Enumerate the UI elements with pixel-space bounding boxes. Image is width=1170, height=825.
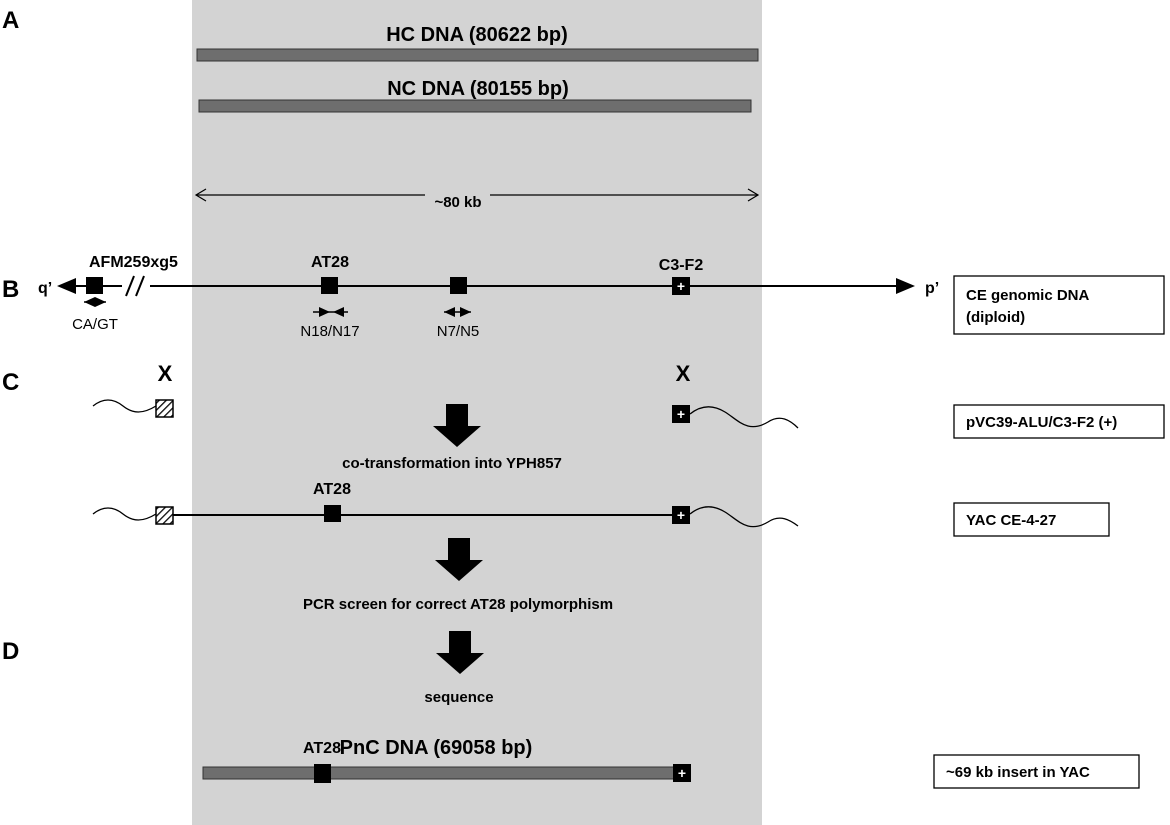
plus-icon: +: [677, 278, 685, 294]
box-ce-genomic-line2: (diploid): [966, 309, 1025, 326]
right-vector-wavy-line: [689, 406, 799, 429]
primer-n7n5-icon: [444, 307, 471, 317]
down-arrow-icon: [436, 631, 484, 674]
hc-dna-bar: [196, 48, 759, 62]
genomic-line: [74, 275, 898, 297]
hatched-marker-icon: [155, 399, 174, 418]
yac-plus-marker: [672, 506, 690, 524]
c3f2-label: C3-F2: [659, 257, 704, 274]
primer-cagt-label: CA/GT: [72, 316, 118, 333]
yac-right-wavy-line: [689, 506, 799, 528]
crossover-left: X: [158, 361, 173, 386]
yac-at28-marker: [324, 505, 341, 522]
p-end-label: p’: [925, 280, 939, 297]
box-insert: [933, 754, 1140, 789]
q-arrowhead: [57, 278, 76, 294]
pnc-dna-bar: [202, 766, 682, 780]
at28-label: AT28: [311, 254, 349, 271]
yac-left-wavy-line: [92, 507, 157, 521]
pnc-at28-marker: [314, 764, 331, 783]
shaded-region: [192, 0, 762, 825]
box-insert-text: ~69 kb insert in YAC: [946, 764, 1090, 781]
at28-marker: [321, 277, 338, 294]
yac-at28-label: AT28: [313, 481, 351, 498]
afm-label: AFM259xg5: [89, 254, 178, 271]
primer-n7n5-label: N7/N5: [437, 323, 480, 340]
down-arrow-icon: [433, 404, 481, 447]
primer-n18n17-icon: [313, 307, 348, 317]
crossover-right: X: [676, 361, 691, 386]
c3f2-marker: [672, 277, 690, 295]
hatched-marker-icon: [155, 506, 174, 525]
primer-n18n17-label: N18/N17: [300, 323, 359, 340]
step-cotransformation: co-transformation into YPH857: [342, 455, 562, 472]
pnc-dna-title: PnC DNA (69058 bp): [340, 737, 533, 759]
nc-dna-bar: [198, 99, 752, 113]
box-pvc39: [953, 404, 1165, 439]
plus-icon: +: [678, 765, 686, 781]
hc-dna-title: HC DNA (80622 bp): [386, 24, 568, 46]
span-label: ~80 kb: [434, 194, 481, 211]
primer-cagt-icon: [84, 297, 106, 307]
step-sequence: sequence: [424, 689, 493, 706]
panel-label-b: B: [2, 276, 19, 303]
box-pvc39-text: pVC39-ALU/C3-F2 (+): [966, 414, 1117, 431]
p-arrowhead: [896, 278, 915, 294]
n7n5-site-marker: [450, 277, 467, 294]
pnc-at28-label: AT28: [303, 740, 341, 757]
q-end-label: q’: [38, 280, 52, 297]
box-ce-genomic: [953, 275, 1165, 335]
span-arrow: [194, 188, 760, 202]
afm-marker: [86, 277, 103, 294]
left-vector-wavy-line: [92, 399, 157, 413]
pnc-plus-marker: [673, 764, 691, 782]
plus-icon: +: [677, 406, 685, 422]
panel-label-d: D: [2, 638, 19, 665]
box-yac-text: YAC CE-4-27: [966, 512, 1056, 529]
panel-label-a: A: [2, 7, 19, 34]
plus-icon: +: [677, 507, 685, 523]
nc-dna-title: NC DNA (80155 bp): [387, 78, 569, 100]
plus-marker-vector: [672, 405, 690, 423]
step-pcr-screen: PCR screen for correct AT28 polymorphism: [303, 596, 613, 613]
box-yac: [953, 502, 1110, 537]
panel-label-c: C: [2, 369, 19, 396]
down-arrow-icon: [435, 538, 483, 581]
box-ce-genomic-line1: CE genomic DNA: [966, 287, 1090, 304]
